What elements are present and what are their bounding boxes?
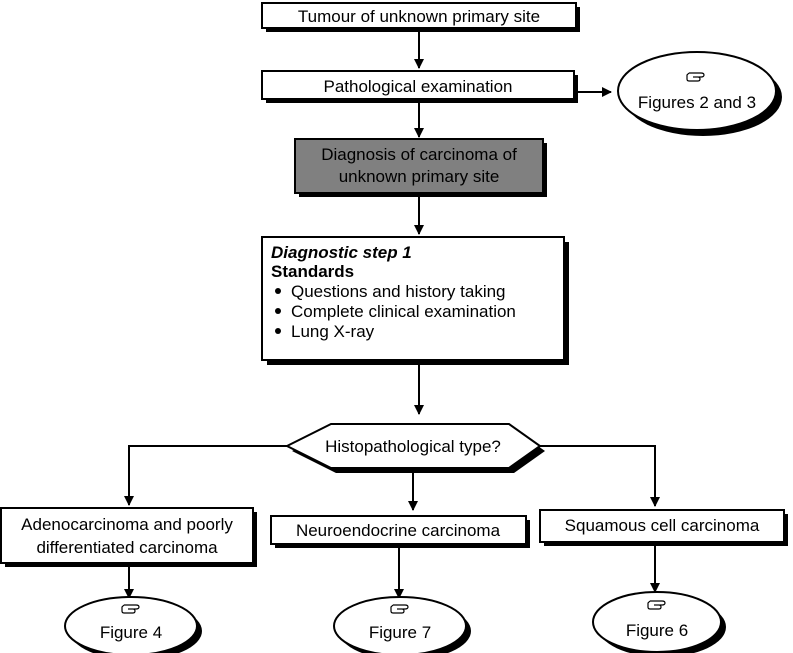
node-diagnosis: Diagnosis of carcinoma of unknown primar…: [294, 138, 547, 197]
pointing-hand-glyph: [121, 604, 140, 614]
neuro-label: Neuroendocrine carcinoma: [296, 521, 501, 540]
node-figures-2-and-3: pointing-hand-icon Figures 2 and 3: [617, 51, 782, 136]
bullet-icon: [275, 308, 281, 314]
figure-6-label: Figure 6: [626, 621, 688, 640]
arrow-histo-to-squamous: [540, 445, 660, 507]
step1-subheading: Standards: [271, 262, 354, 281]
pathology-label: Pathological examination: [323, 77, 512, 96]
arrow-histo-to-adeno: [124, 445, 287, 506]
diagnosis-label-line1: Diagnosis of carcinoma of: [321, 145, 517, 164]
adeno-label-line1: Adenocarcinoma and poorly: [21, 515, 233, 534]
step1-bullet: Complete clinical examination: [291, 302, 516, 321]
node-figure-4: pointing-hand-icon Figure 4: [64, 596, 202, 653]
histo-label: Histopathological type?: [325, 437, 501, 456]
pointing-hand-glyph: [647, 600, 666, 610]
node-pathological-examination: Pathological examination: [261, 70, 578, 103]
node-histopathological-type: Histopathological type?: [284, 423, 545, 473]
step1-bullet-list: Questions and history taking Complete cl…: [275, 282, 516, 341]
node-tumour: Tumour of unknown primary site: [261, 2, 580, 32]
diagnosis-label-line2: unknown primary site: [339, 167, 500, 186]
pointing-hand-glyph: [390, 604, 409, 614]
connectors: [124, 30, 660, 599]
step1-heading: Diagnostic step 1: [271, 243, 412, 262]
figures-2-and-3-label: Figures 2 and 3: [638, 93, 756, 112]
node-figure-6: pointing-hand-icon Figure 6: [592, 591, 726, 653]
node-adenocarcinoma: Adenocarcinoma and poorly differentiated…: [0, 507, 257, 567]
step1-bullet: Questions and history taking: [291, 282, 506, 301]
bullet-icon: [275, 288, 281, 294]
tumour-label: Tumour of unknown primary site: [298, 7, 540, 26]
bullet-icon: [275, 328, 281, 334]
figure-7-label: Figure 7: [369, 623, 431, 642]
squamous-label: Squamous cell carcinoma: [565, 516, 760, 535]
figure-4-label: Figure 4: [100, 623, 162, 642]
node-neuroendocrine: Neuroendocrine carcinoma: [270, 515, 530, 548]
adeno-label-line2: differentiated carcinoma: [36, 538, 218, 557]
pointing-hand-glyph: [686, 72, 705, 82]
node-diagnostic-step-1: Diagnostic step 1 Standards Questions an…: [261, 236, 569, 365]
node-figure-7: pointing-hand-icon Figure 7: [333, 596, 471, 653]
node-squamous: Squamous cell carcinoma: [539, 509, 788, 546]
step1-bullet: Lung X-ray: [291, 322, 375, 341]
